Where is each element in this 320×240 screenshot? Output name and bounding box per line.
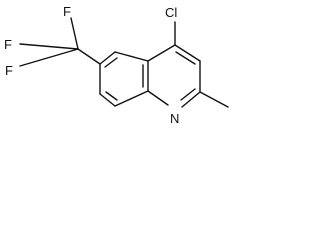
molecule-canvas: Cl N F F F	[0, 0, 253, 137]
quinoline-structure: Cl N F F F	[4, 4, 229, 126]
bond-c7-c8	[99, 93, 116, 107]
bond-c2-n1-inner	[180, 88, 196, 101]
bond-c2-n1	[181, 91, 201, 108]
fluorine-left-label: F	[4, 37, 12, 52]
chlorine-label: Cl	[165, 5, 177, 20]
bond-c6-cf3	[77, 48, 101, 65]
fluorine-top-label: F	[63, 4, 71, 19]
bond-c7-c8-inner	[105, 91, 118, 101]
bond-c8-c8a	[114, 90, 149, 107]
bond-c5-c6	[99, 51, 116, 65]
bond-c5-c6-inner	[104, 57, 118, 68]
bond-c4-c3-inner	[175, 51, 196, 65]
bond-c4-c3	[174, 44, 201, 62]
bond-c4a-c4	[147, 44, 176, 62]
bond-n1-c8a	[147, 90, 169, 106]
bond-cf3-f-top	[70, 17, 79, 50]
fluorine-bottom-label: F	[5, 63, 13, 78]
nitrogen-label: N	[170, 111, 179, 126]
bond-cf3-f-bottom	[19, 48, 79, 67]
bond-c4a-c5	[114, 51, 149, 62]
bond-cf3-f-left	[19, 43, 79, 50]
bond-c2-methyl	[199, 91, 229, 108]
